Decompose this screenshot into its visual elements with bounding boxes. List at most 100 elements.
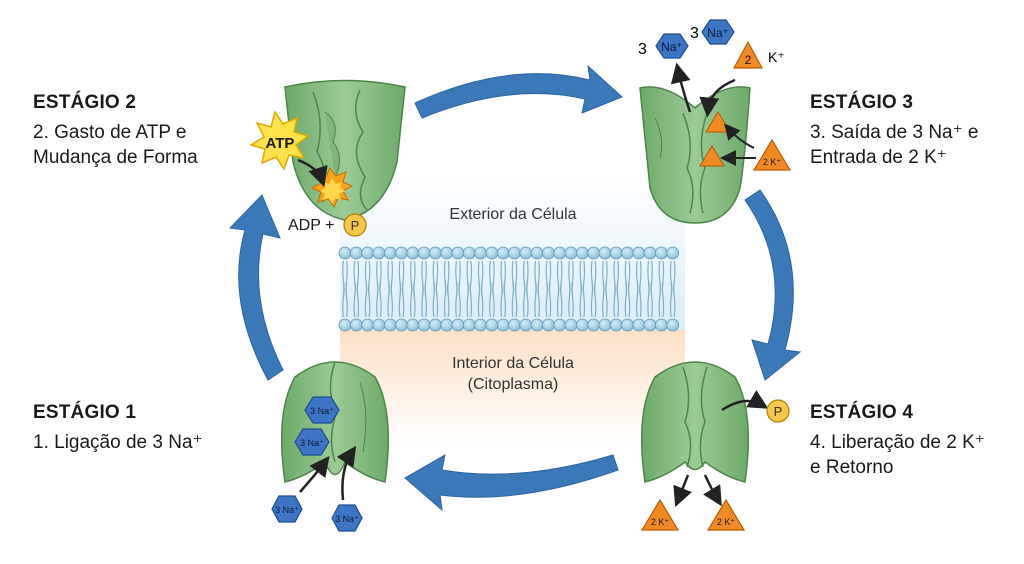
k-released-triangle-1: 2 K⁺: [640, 498, 680, 531]
svg-text:2: 2: [745, 53, 752, 67]
stage-2-title: ESTÁGIO 2: [33, 92, 137, 113]
phosphate-icon: P: [343, 213, 367, 237]
lipid-tail: [627, 282, 631, 318]
lipid-head: [587, 318, 600, 332]
lipid-head: [338, 246, 352, 260]
na-count-2: 3: [690, 25, 699, 42]
na-free-hexagon-2: 3 Na⁺: [331, 504, 363, 532]
na-binding-arrow-1: [299, 456, 330, 493]
na-free-hexagon-1: 3 Na⁺: [271, 495, 303, 523]
lipid-tail: [342, 282, 345, 318]
lipid-head: [440, 246, 454, 260]
stage-1-block: ESTÁGIO 1 1. Ligação de 3 Na⁺: [33, 402, 203, 455]
lipid-head: [632, 246, 646, 260]
stage-4-block: ESTÁGIO 4 4. Liberação de 2 K⁺ e Retorno: [810, 402, 985, 480]
lipid-tail: [661, 282, 665, 318]
lipid-tail: [477, 282, 481, 318]
lipid-head: [485, 246, 499, 260]
svg-text:3 Na⁺: 3 Na⁺: [310, 406, 334, 416]
lipid-head: [417, 318, 431, 332]
lipid-head: [655, 246, 668, 260]
lipid-head: [406, 318, 420, 332]
lipid-tail: [616, 282, 619, 318]
lipid-tail: [500, 282, 503, 318]
lipid-head: [462, 246, 476, 260]
lipid-tail: [368, 282, 371, 318]
stage-4-desc-line1: 4. Liberação de 2 K⁺: [810, 432, 985, 453]
interior-zone: [340, 330, 685, 445]
pump-protein-stage-1: [280, 361, 390, 483]
lipid-tail: [398, 282, 402, 318]
lipid-head: [496, 246, 510, 260]
lipid-head: [383, 246, 397, 260]
lipid-tail: [636, 282, 639, 318]
lipid-tail: [624, 282, 628, 318]
lipid-head: [361, 318, 375, 332]
lipid-head: [542, 318, 555, 332]
svg-text:2 K⁺: 2 K⁺: [763, 157, 782, 167]
lipid-tail: [650, 282, 653, 318]
lipid-tail: [379, 282, 382, 318]
lipid-tail: [390, 282, 393, 318]
lipid-head: [395, 246, 408, 260]
svg-text:3 Na⁺: 3 Na⁺: [335, 514, 359, 524]
lipid-tail: [356, 282, 360, 318]
stage-2-block: ESTÁGIO 2 2. Gasto de ATP e Mudança de F…: [33, 92, 198, 170]
lipid-tail: [413, 282, 416, 318]
lipid-head: [361, 246, 375, 260]
lipid-tail: [556, 282, 560, 318]
k-release-arrow-2: [702, 474, 722, 507]
k-release-arrow-1: [673, 474, 692, 507]
lipid-tail: [469, 282, 473, 318]
lipid-head: [666, 246, 680, 260]
svg-text:3 Na⁺: 3 Na⁺: [300, 438, 324, 448]
stage-3-desc-line1: 3. Saída de 3 Na⁺ e: [810, 122, 979, 143]
lipid-tail: [353, 282, 356, 318]
lipid-tail: [432, 282, 435, 318]
lipid-tail: [458, 282, 461, 318]
lipid-head: [643, 246, 657, 260]
lipid-tail: [537, 282, 540, 318]
na-count-1: 3: [638, 41, 647, 58]
lipid-head: [349, 246, 363, 260]
lipid-head: [383, 318, 397, 332]
lipid-tail: [613, 282, 616, 318]
lipid-tail: [410, 282, 413, 318]
lipid-bilayer: [338, 246, 680, 332]
lipid-head: [609, 318, 623, 332]
cycle-arrow-left: [228, 194, 284, 381]
lipid-head: [496, 318, 510, 332]
svg-text:3 Na⁺: 3 Na⁺: [275, 505, 299, 515]
atp-arrow: [297, 158, 328, 188]
lipid-tail: [435, 282, 439, 318]
lipid-head: [598, 318, 612, 332]
atp-burst: ATP: [249, 110, 310, 171]
k-released-triangle-2: 2 K⁺: [706, 498, 746, 531]
lipid-head: [542, 246, 555, 260]
cycle-arrow-right: [744, 189, 802, 381]
lipid-tail: [673, 282, 676, 318]
stage-1-title: ESTÁGIO 1: [33, 402, 137, 423]
lipid-tail: [582, 282, 586, 318]
lipid-head: [508, 318, 521, 332]
k-entry-arrow: [699, 78, 736, 118]
lipid-head: [530, 246, 544, 260]
lipid-tail: [639, 282, 642, 318]
lipid-tail: [424, 282, 427, 318]
lipid-head: [440, 318, 454, 332]
lipid-head: [474, 318, 488, 332]
lipid-tail: [466, 282, 469, 318]
k-ion-bound-1: [705, 111, 731, 133]
pump-protein-stage-3: [639, 86, 751, 224]
cytoplasm-label: (Citoplasma): [468, 376, 559, 393]
na-bound-hexagon-1: 3 Na⁺: [304, 396, 340, 424]
lipid-tail: [376, 282, 379, 318]
stage-1-desc-line1: 1. Ligação de 3 Na⁺: [33, 432, 203, 453]
lipid-head: [372, 318, 386, 332]
lipid-tail: [534, 282, 537, 318]
lipid-head: [428, 318, 442, 332]
lipid-tail: [571, 282, 574, 318]
lipid-head: [530, 318, 544, 332]
lipid-tail: [602, 282, 605, 318]
